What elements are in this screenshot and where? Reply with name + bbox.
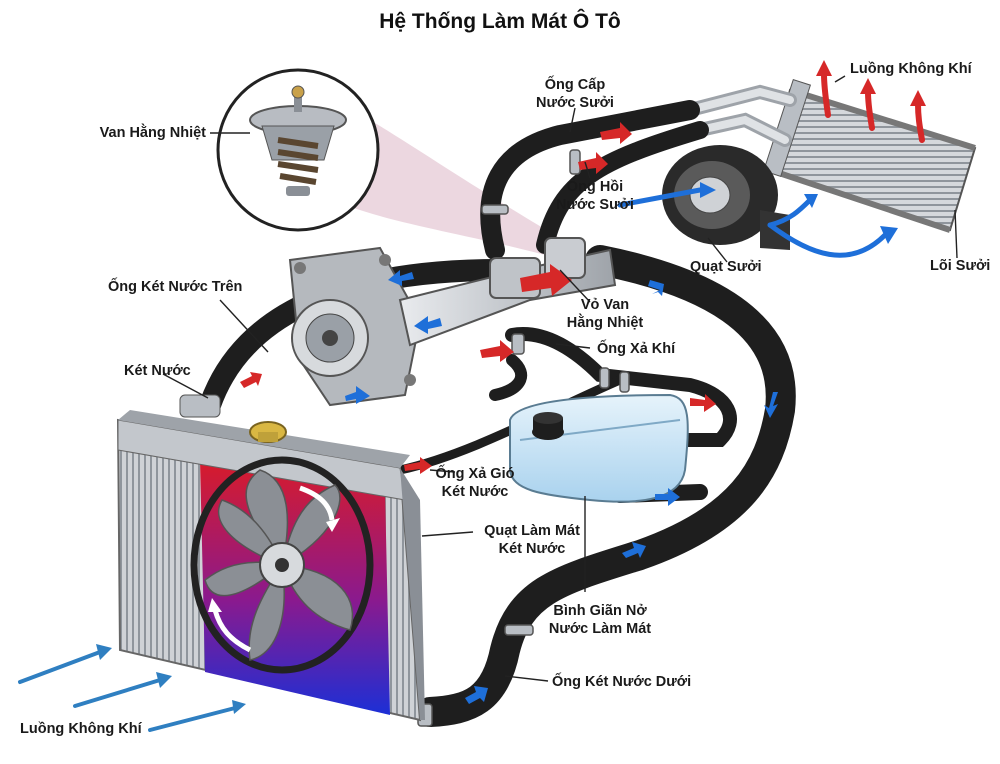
heater-air-arrows <box>617 187 888 258</box>
label-radiator-vent-line-1: Ống Xả Gió <box>435 466 515 482</box>
label-expansion-tank: Bình Giãn Nở Nước Làm Mát <box>525 602 675 638</box>
label-radiator-fan: Quạt Làm Mát Két Nước <box>462 522 602 558</box>
diagram-title: Hệ Thống Làm Mát Ô Tô <box>379 10 621 33</box>
leader-lines <box>162 75 958 682</box>
top-airflow-arrows <box>821 71 925 143</box>
label-heater-core: Lõi Sưởi <box>930 258 991 274</box>
label-upper-radiator-hose: Ống Két Nước Trên <box>108 279 243 295</box>
label-heater-return-line-2: Nước Sưởi <box>556 197 634 213</box>
label-expansion-tank-line-1: Bình Giãn Nở <box>553 603 647 619</box>
label-thermostat: Van Hằng Nhiệt <box>99 125 206 141</box>
label-airflow-top: Luồng Không Khí <box>850 61 972 77</box>
label-radiator: Két Nước <box>124 363 191 379</box>
heater-pipes <box>683 84 797 147</box>
label-lower-radiator-hose: Ống Két Nước Dưới <box>552 674 692 690</box>
heater-blower <box>662 145 790 250</box>
label-airflow-bottom: Luồng Không Khí <box>20 721 142 737</box>
heater-core <box>762 78 977 233</box>
hot-flow-arrows <box>240 122 716 474</box>
thermostat-inset <box>216 68 380 232</box>
label-thermostat-housing-line-2: Hằng Nhiệt <box>566 315 644 331</box>
water-pump <box>288 246 422 407</box>
zoom-cone <box>345 120 560 255</box>
label-radiator-fan-line-1: Quạt Làm Mát <box>484 523 580 539</box>
label-heater-return-line-1: Ống Hồi <box>566 179 624 195</box>
cold-flow-arrows <box>345 270 778 704</box>
bottom-airflow-arrows <box>18 650 237 732</box>
radiator-fan <box>190 456 374 674</box>
label-radiator-vent-line-2: Két Nước <box>441 484 509 500</box>
label-radiator-fan-line-2: Két Nước <box>498 541 566 557</box>
label-thermostat-housing: Vỏ Van Hằng Nhiệt <box>545 296 665 332</box>
label-radiator-vent-hose: Ống Xả Gió Két Nước <box>415 465 535 501</box>
label-heater-supply-hose: Ống Cấp Nước Sưởi <box>500 76 650 112</box>
label-bleed-hose: Ống Xả Khí <box>597 341 676 357</box>
label-heater-supply-line-2: Nước Sưởi <box>536 95 614 111</box>
label-thermostat-housing-line-1: Vỏ Van <box>580 297 630 313</box>
label-heater-supply-line-1: Ống Cấp <box>544 77 606 93</box>
label-expansion-tank-line-2: Nước Làm Mát <box>548 621 652 637</box>
label-heater-fan: Quạt Sưởi <box>690 259 762 275</box>
label-heater-return-hose: Ống Hồi Nước Sưởi <box>520 178 670 214</box>
expansion-tank <box>509 393 689 503</box>
